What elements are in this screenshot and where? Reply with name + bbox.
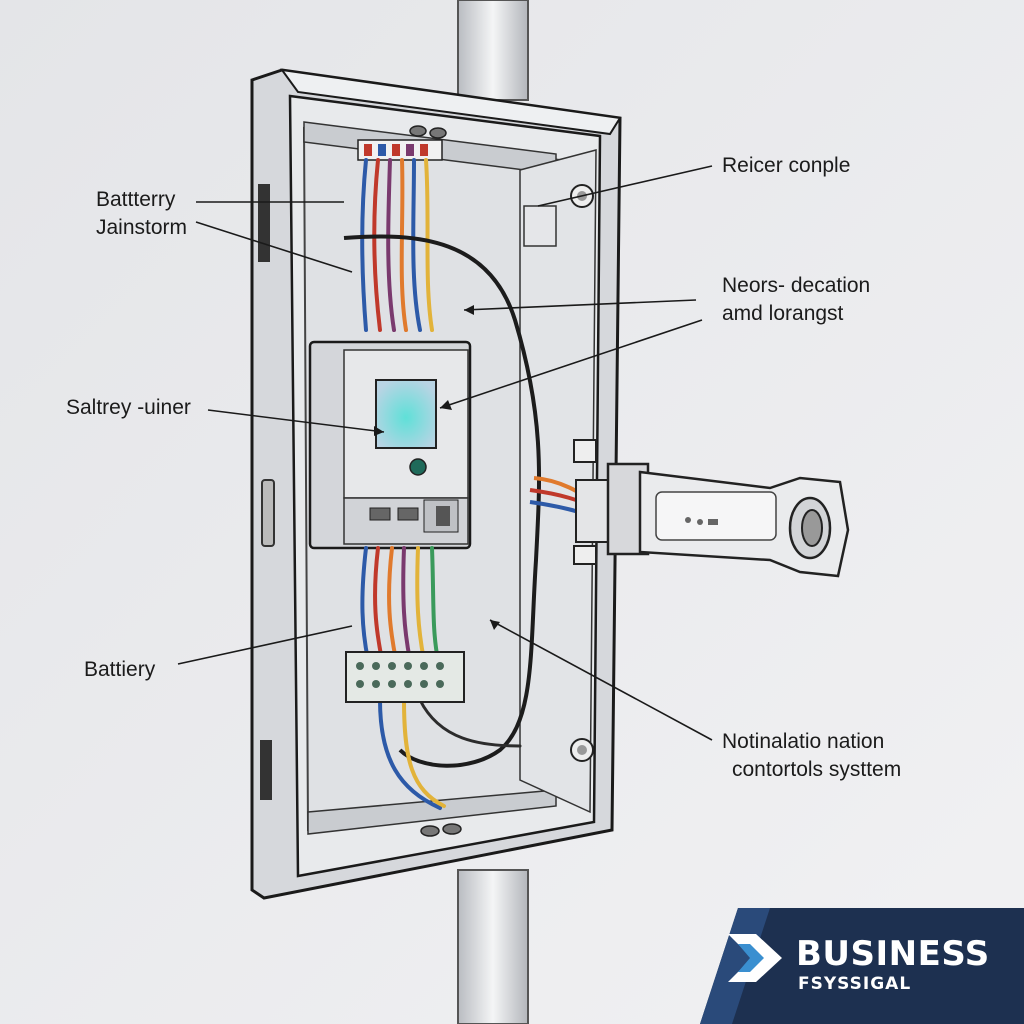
- label-battery-top: Battterry Jainstorm: [96, 188, 188, 239]
- controller-module: [308, 340, 472, 550]
- label-notional: Notinalatio nation contortols systtem: [722, 730, 902, 781]
- label-receiver: Reicer conple: [722, 154, 851, 177]
- side-connector: [529, 439, 850, 578]
- main-black-cable: [343, 234, 542, 768]
- brand-block: BUSINESS FSYSSIGAL: [700, 908, 1024, 1024]
- brand-title: BUSINESS: [796, 934, 990, 974]
- brand-banner: [700, 908, 1024, 1024]
- conduit-pipe: [457, 0, 529, 1024]
- callout-arrowheads: [374, 305, 500, 630]
- label-safety: Saltrey -uiner: [66, 396, 191, 419]
- lower-wire-bundle: [360, 546, 522, 810]
- label-battery-bottom: Battiery: [84, 658, 156, 681]
- label-neors: Neors- decation amd lorangst: [722, 274, 871, 325]
- brand-logo-icon: [728, 934, 782, 982]
- terminal-block: [345, 651, 465, 703]
- upper-wire-bundle: [360, 158, 434, 332]
- top-terminal-strip: [357, 139, 443, 161]
- callout-lines: [177, 165, 713, 741]
- brand-subtitle: FSYSSIGAL: [798, 974, 912, 994]
